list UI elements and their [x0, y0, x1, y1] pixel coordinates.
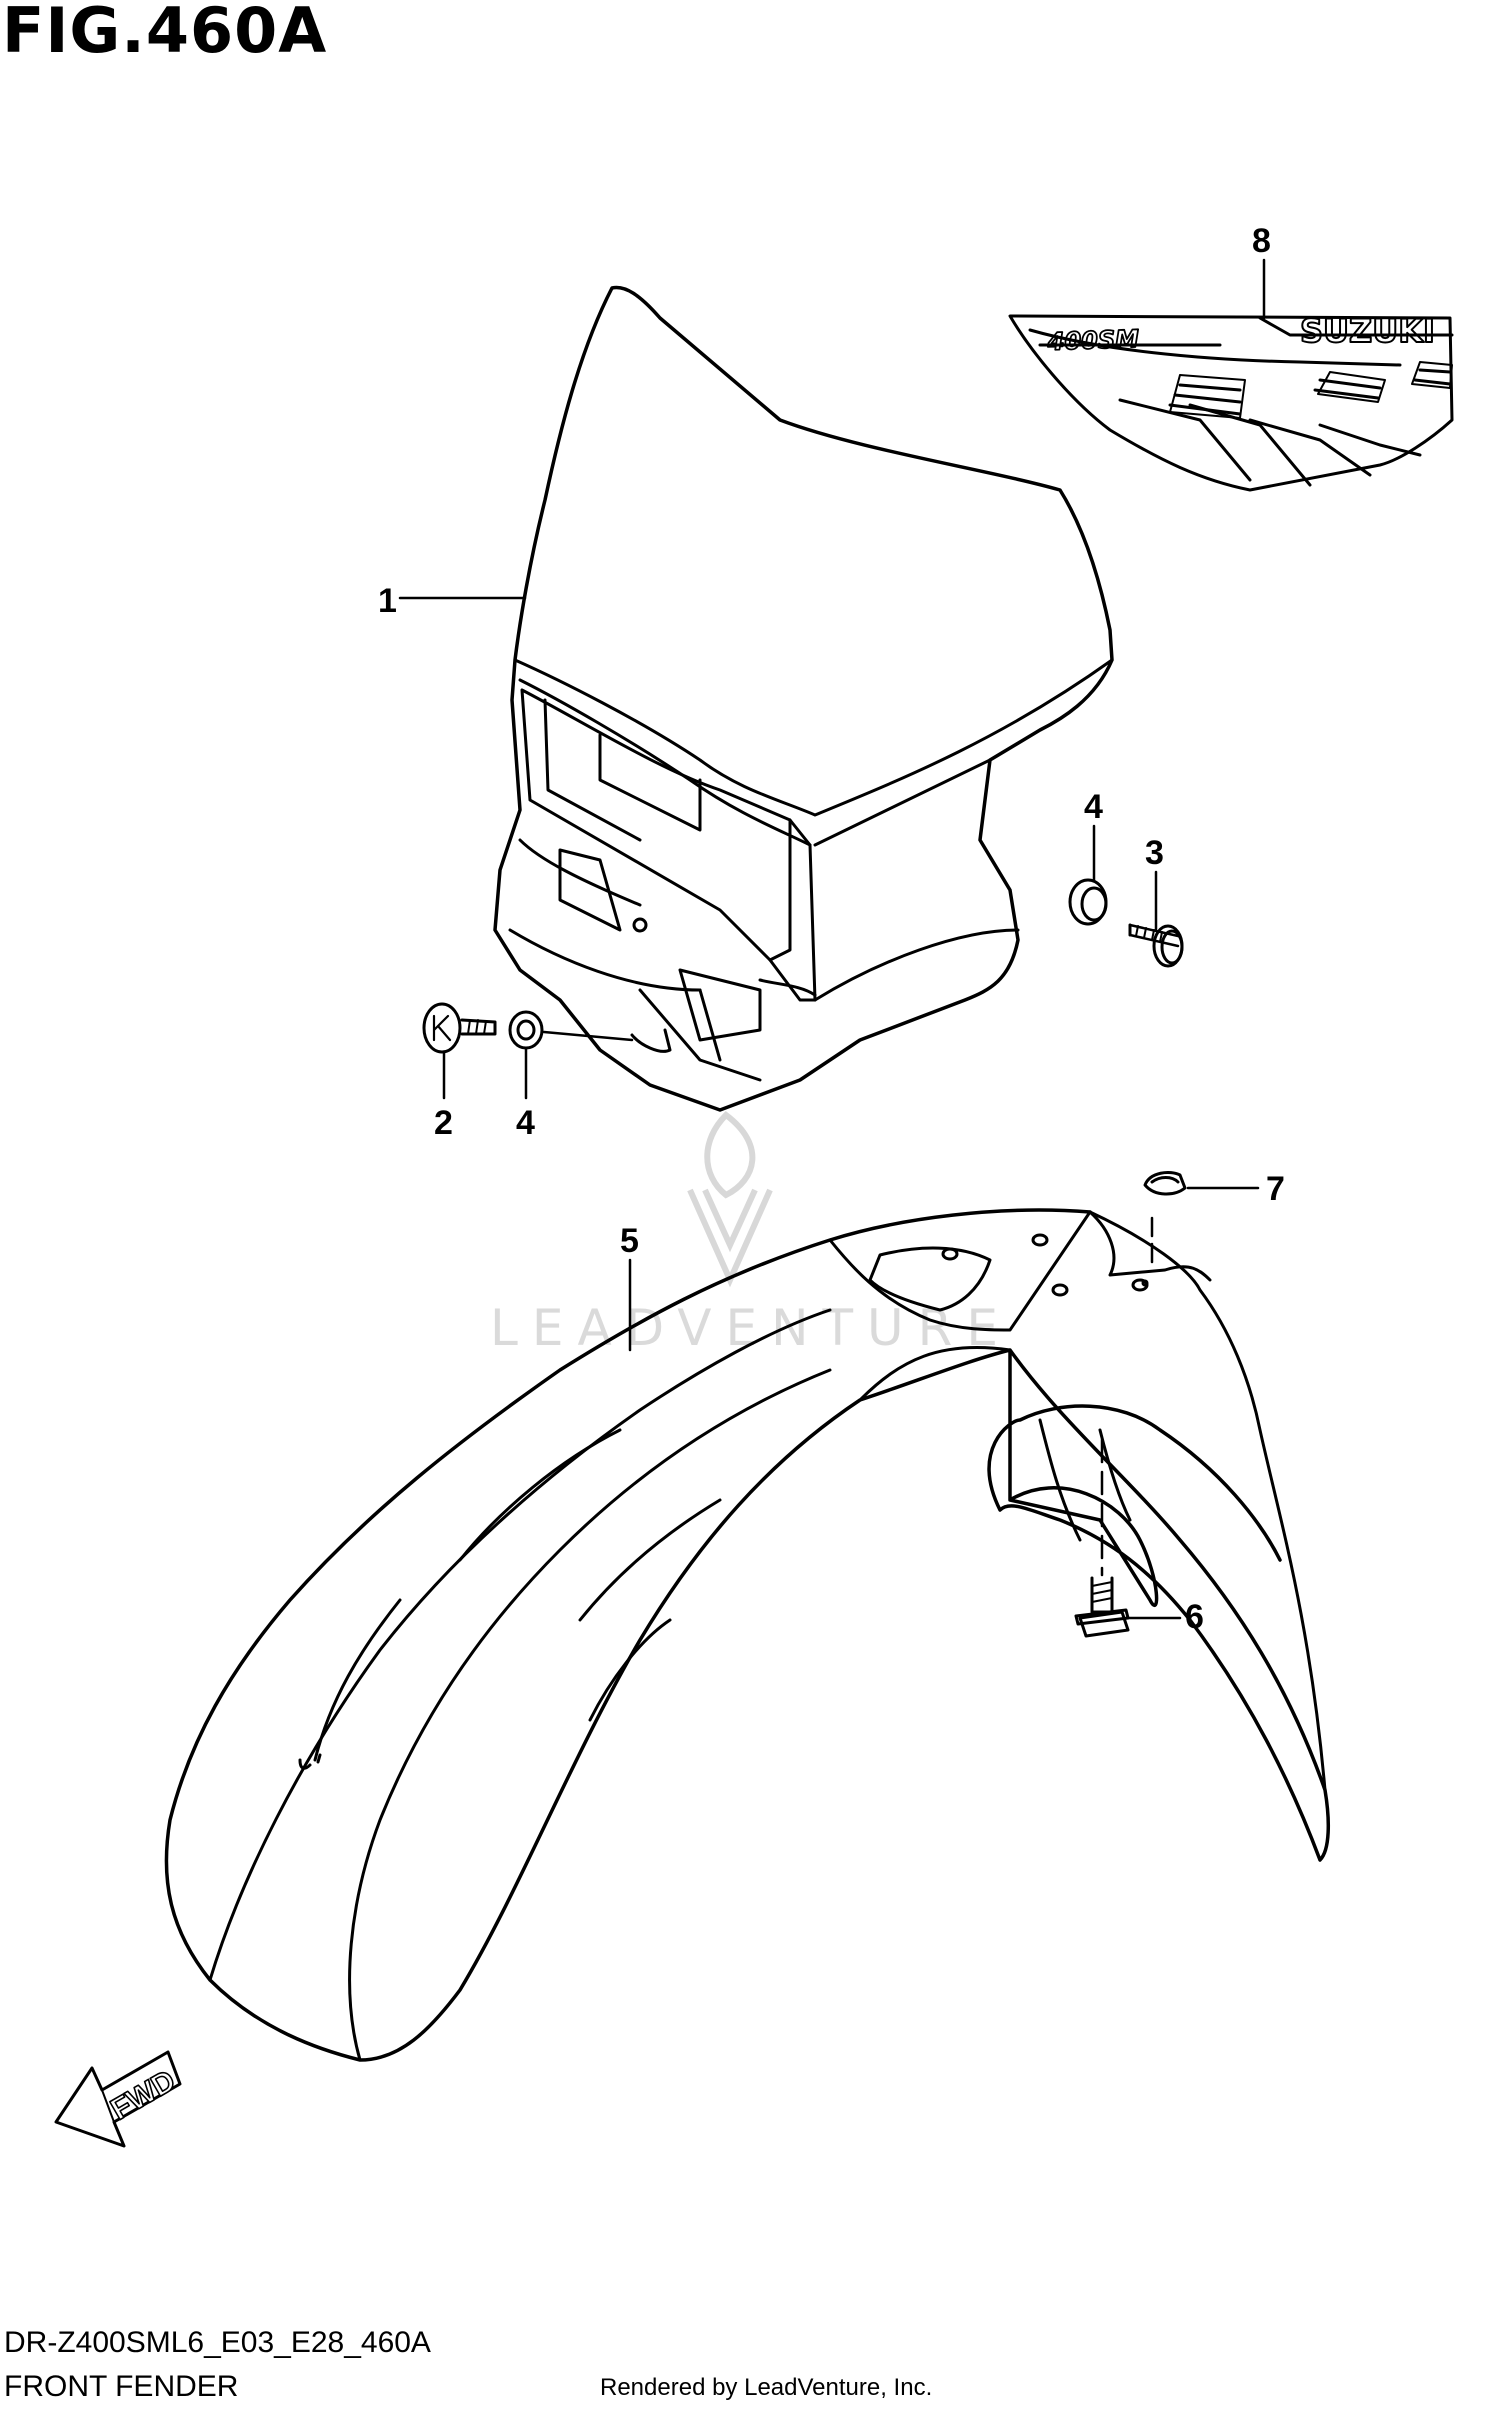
callout-5: 5: [620, 1222, 639, 1260]
callout-1: 1: [378, 582, 397, 620]
front-fender-part: [164, 1208, 1331, 2062]
callout-8: 8: [1252, 222, 1271, 260]
model-code: DR-Z400SML6_E03_E28_460A: [4, 2326, 431, 2359]
headlight-cowl-part: [493, 285, 1114, 1112]
callout-6: 6: [1185, 1598, 1204, 1636]
decal-brand-text: SUZUKI: [1300, 312, 1435, 350]
fwd-label: FWD: [105, 2064, 181, 2127]
callout-2: 2: [434, 1104, 453, 1142]
flange-bolt-part: [1074, 1576, 1130, 1638]
nut-part: [1143, 1171, 1187, 1196]
screw-part: [1128, 923, 1184, 968]
callout-4-lower: 4: [516, 1104, 535, 1142]
callout-3: 3: [1145, 834, 1164, 872]
bolt-part: [422, 1002, 497, 1054]
section-title: FRONT FENDER: [4, 2370, 239, 2403]
fwd-arrow-icon: FWD: [54, 2050, 182, 2148]
figure-title: FIG.460A: [2, 0, 328, 67]
callout-7: 7: [1266, 1170, 1285, 1208]
spacer-upper-part: [1068, 878, 1108, 926]
render-credit: Rendered by LeadVenture, Inc.: [600, 2374, 933, 2401]
spacer-lower-part: [508, 1010, 544, 1050]
callout-4-upper: 4: [1084, 788, 1103, 826]
number-plate-decal-part: SUZUKI 400SM: [1008, 311, 1454, 492]
decal-model-text: 400SM: [1046, 325, 1139, 356]
